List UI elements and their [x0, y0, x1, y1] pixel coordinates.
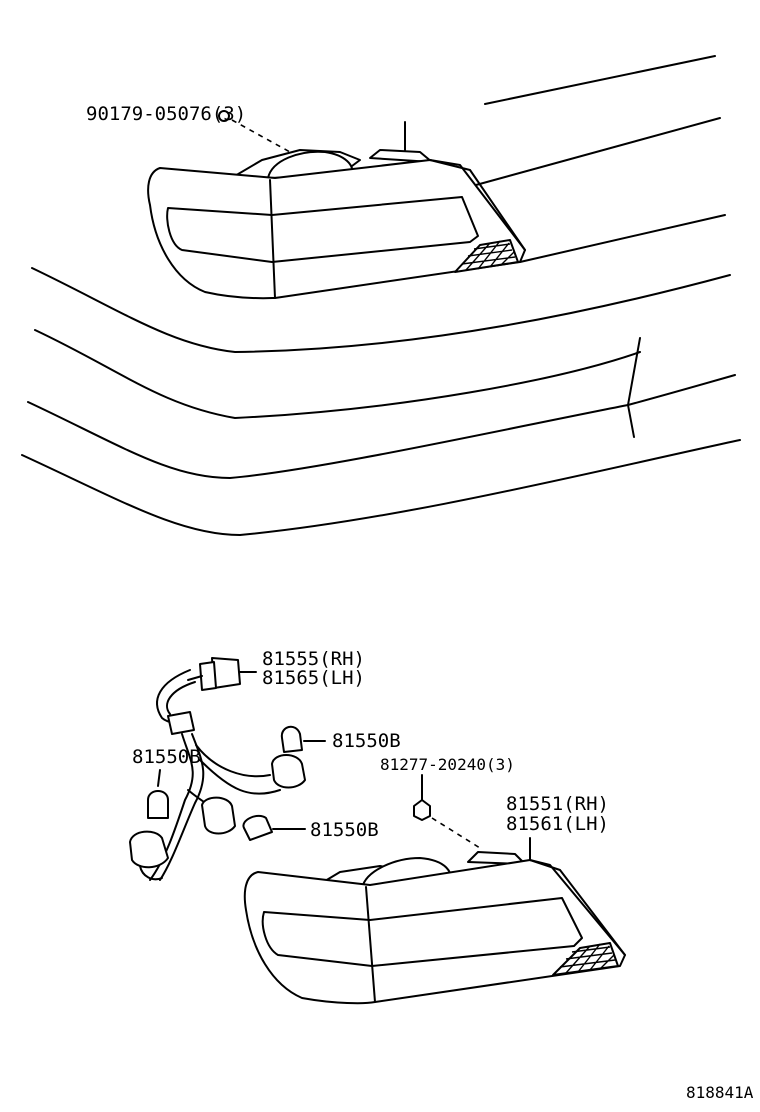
diagram-id: 818841A	[686, 1083, 754, 1102]
label-socket-rh: 81555(RH)	[262, 648, 365, 670]
bulb-right: 81550B	[280, 725, 401, 753]
mounted-rear-combination-lamp	[147, 121, 526, 300]
rear-combination-lamp: 81551(RH) 81561(LH)	[243, 793, 626, 1005]
label-bulb-left: 81550B	[132, 746, 201, 768]
screw-top: 90179-05076(3)	[86, 103, 291, 153]
lamp-reflector-grid	[552, 942, 619, 976]
label-bulb-right: 81550B	[332, 730, 401, 752]
socket-right-icon	[271, 754, 306, 789]
vehicle-body	[21, 55, 741, 536]
socket-left-icon	[129, 830, 169, 869]
bulb-bottom: 81550B	[242, 814, 379, 841]
nut: 81277-20240(3)	[380, 755, 515, 849]
label-socket-lh: 81565(LH)	[262, 667, 365, 689]
label-lamp-lh: 81561(LH)	[506, 813, 609, 835]
lamp-reflector-grid	[454, 239, 519, 273]
wire-harness-socket: 81555(RH) 81565(LH)	[129, 648, 365, 881]
bulb-icon	[242, 814, 273, 841]
label-nut: 81277-20240(3)	[380, 755, 515, 774]
label-screw-top: 90179-05076(3)	[86, 103, 246, 125]
nut-icon	[413, 799, 431, 821]
bulb-icon	[280, 725, 303, 753]
screw-icon	[218, 110, 230, 122]
bulb-left: 81550B	[132, 746, 201, 819]
socket-bottom-icon	[201, 796, 236, 835]
label-lamp-rh: 81551(RH)	[506, 793, 609, 815]
bulb-icon	[147, 790, 169, 819]
label-bulb-bottom: 81550B	[310, 819, 379, 841]
